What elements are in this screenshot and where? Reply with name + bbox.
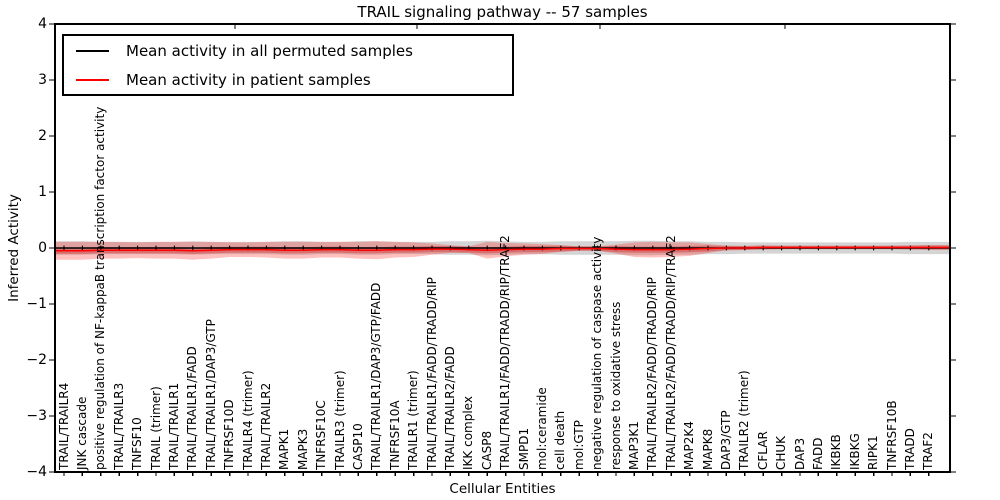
legend-label-patient: Mean activity in patient samples xyxy=(126,70,371,89)
x-tick-label: TRAILR3 (trimer) xyxy=(332,370,347,470)
x-tick-label: TRAIL/TRAILR1/DAP3/GTP/FADD xyxy=(369,282,384,470)
x-tick-label: FADD xyxy=(810,437,825,471)
x-tick-label: TRAIL/TRAILR2 xyxy=(258,382,273,470)
legend-line-patient-icon xyxy=(76,78,109,81)
y-tick-label: −1 xyxy=(26,296,47,312)
x-tick-label: TNFRSF10B xyxy=(884,400,899,470)
x-tick-label: TRAIL/TRAILR1 xyxy=(166,382,181,470)
x-tick-label: MAPK1 xyxy=(277,428,292,470)
x-tick-label: MAP2K4 xyxy=(682,421,697,470)
x-tick-label: MAPK8 xyxy=(700,428,715,470)
legend-entry-patient: Mean activity in patient samples xyxy=(64,65,512,94)
x-tick-label: TRAIL (trimer) xyxy=(148,386,163,470)
x-tick-label: TRAIL/TRAILR1/DAP3/GTP xyxy=(203,319,218,470)
y-tick-label: 1 xyxy=(38,184,47,200)
x-tick-label: CFLAR xyxy=(755,431,770,470)
y-axis-label: Inferred Activity xyxy=(6,194,22,302)
x-tick-label: TNFRSF10D xyxy=(222,399,237,470)
x-tick-label: TRAIL/TRAILR1/FADD xyxy=(185,346,200,470)
x-tick-label: TRAILR4 (trimer) xyxy=(240,370,255,470)
x-tick-label: IKBKG xyxy=(847,433,862,470)
x-tick-label: SMPD1 xyxy=(516,427,531,470)
y-tick-label: 2 xyxy=(38,128,47,144)
x-tick-label: MAP3K1 xyxy=(626,421,641,470)
x-tick-label: TRADD xyxy=(902,428,917,470)
x-tick-label: TRAIL/TRAILR2/FADD xyxy=(442,346,457,470)
y-tick-label: 0 xyxy=(38,240,47,256)
y-tick-label: 4 xyxy=(38,16,47,32)
x-tick-label: TNFRSF10A xyxy=(387,400,402,470)
x-axis-label: Cellular Entities xyxy=(449,481,556,497)
x-tick-label: mol:ceramide xyxy=(534,387,549,470)
x-tick-label: CHUK xyxy=(774,435,789,470)
y-tick-label: −4 xyxy=(26,464,47,480)
x-tick-label: CASP10 xyxy=(350,423,365,470)
y-tick-label: −3 xyxy=(26,408,47,424)
axis-ticks xyxy=(49,23,956,476)
x-tick-label: JNK cascade xyxy=(74,396,89,470)
x-tick-label: TRAILR2 (trimer) xyxy=(737,370,752,470)
x-tick-label: TRAF2 xyxy=(921,432,936,470)
x-tick-label: mol:GTP xyxy=(571,420,586,470)
x-tick-label: TRAIL/TRAILR3 xyxy=(111,382,126,470)
x-tick-label: TNFRSF10C xyxy=(314,400,329,470)
x-tick-label: TRAIL/TRAILR1/FADD/TRADD/RIP xyxy=(424,277,439,470)
x-tick-label: TRAIL/TRAILR4 xyxy=(56,382,71,470)
x-tick-label: DAP3 xyxy=(792,437,807,470)
x-tick-label: IKBKB xyxy=(829,434,844,470)
x-tick-label: response to oxidative stress xyxy=(608,301,623,470)
x-tick-label: RIPK1 xyxy=(866,435,881,470)
chart-title: TRAIL signaling pathway -- 57 samples xyxy=(357,3,648,21)
y-tick-label: 3 xyxy=(38,72,47,88)
y-tick-label: −2 xyxy=(26,352,47,368)
x-tick-label: TRAIL/TRAILR2/FADD/TRADD/RIP/TRAF2 xyxy=(663,235,678,470)
line-patient xyxy=(55,246,950,252)
legend-label-permuted: Mean activity in all permuted samples xyxy=(126,41,413,60)
x-tick-label: DAP3/GTP xyxy=(718,410,733,470)
legend: Mean activity in all permuted samples Me… xyxy=(62,34,514,96)
x-tick-label: CASP8 xyxy=(479,430,494,470)
x-tick-label: TRAIL/TRAILR1/FADD/TRADD/RIP/TRAF2 xyxy=(498,235,513,470)
x-tick-label: MAPK3 xyxy=(295,428,310,470)
x-tick-label: TRAILR1 (trimer) xyxy=(406,370,421,470)
x-tick-label: TRAIL/TRAILR2/FADD/TRADD/RIP xyxy=(645,277,660,470)
x-tick-label: TNFSF10 xyxy=(130,417,145,470)
legend-entry-permuted: Mean activity in all permuted samples xyxy=(64,36,512,65)
x-tick-label: positive regulation of NF-kappaB transcr… xyxy=(93,106,108,470)
x-tick-label: negative regulation of caspase activity xyxy=(590,236,605,470)
x-tick-label: cell death xyxy=(553,410,568,470)
legend-line-permuted-icon xyxy=(76,49,109,52)
x-tick-label: IKK complex xyxy=(461,396,476,470)
